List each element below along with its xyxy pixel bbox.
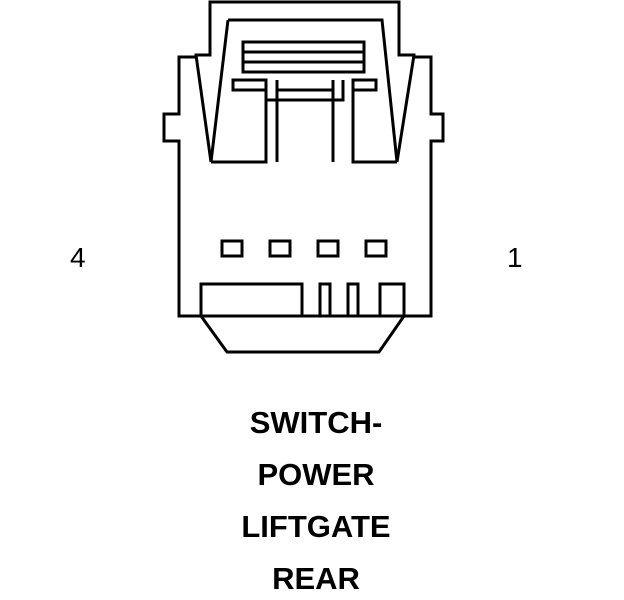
pin-cavity-1	[364, 239, 388, 258]
pin-cavity-2	[316, 239, 340, 258]
connector-body	[162, 0, 445, 318]
pin-cavity-3	[268, 239, 292, 258]
latch-frame	[194, 54, 416, 163]
pin-label-left: 4	[70, 242, 86, 273]
latch-housing	[211, 78, 397, 164]
lock-lever	[264, 80, 345, 162]
pin-cavity-4	[220, 239, 244, 258]
latch-top	[209, 18, 399, 163]
connector-title-line-1: SWITCH-	[249, 405, 383, 440]
key-slot-large	[199, 282, 304, 316]
key-slot-narrow	[346, 282, 360, 316]
connector-title-line-2: POWER	[257, 457, 375, 492]
connector-title-line-3: LIFTGATE	[241, 509, 391, 544]
pin-label-right: 1	[507, 242, 523, 273]
key-slot-small	[378, 282, 406, 316]
connector-title-line-4: REAR	[272, 561, 360, 596]
connector-skirt	[199, 315, 406, 354]
lock-tab-outer	[241, 40, 366, 74]
key-slot-narrow	[318, 282, 332, 316]
